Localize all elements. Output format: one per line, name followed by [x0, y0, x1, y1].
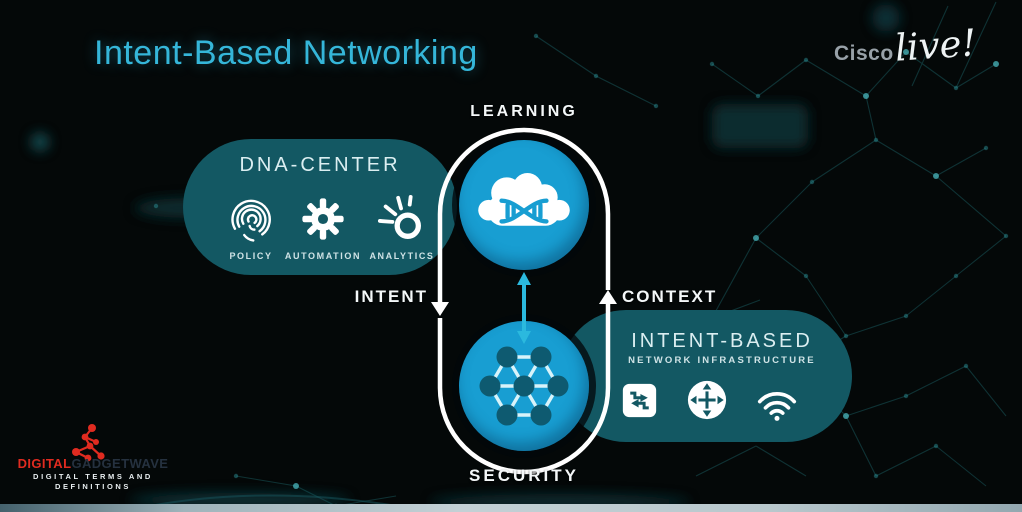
analytics-label: ANALYTICS [369, 251, 435, 261]
bottom-strip [0, 504, 1022, 512]
watermark-brand: DIGITALGADGETWAVE [8, 456, 178, 471]
live-wordmark: live! [893, 21, 978, 70]
learning-node [459, 140, 589, 270]
cisco-live-logo: Cisco live! [834, 21, 978, 70]
brand-red-part: DIGITAL [17, 456, 72, 471]
cisco-wordmark: Cisco [834, 42, 894, 65]
automation-item: AUTOMATION [281, 181, 365, 261]
dna-center-pill: DNA-CENTER POLICY [183, 139, 457, 275]
watermark-tagline-line1: DIGITAL TERMS AND [33, 472, 153, 481]
intent-based-subtitle: NETWORK INFRASTRUCTURE [628, 355, 816, 366]
watermark-tagline-line2: DEFINITIONS [54, 482, 132, 491]
analytics-item: ANALYTICS [359, 181, 445, 261]
router-icon [686, 379, 728, 421]
security-node [459, 321, 589, 451]
learning-label: LEARNING [470, 103, 578, 120]
intent-label: INTENT [354, 287, 428, 306]
context-label: CONTEXT [622, 287, 718, 306]
security-label: SECURITY [469, 466, 579, 485]
switch-icon [621, 382, 658, 419]
page-title: Intent-Based Networking [94, 34, 478, 72]
intent-based-title: INTENT-BASED [631, 330, 813, 352]
policy-label: POLICY [229, 251, 273, 261]
cloud-dna-icon [472, 167, 576, 243]
dna-center-title: DNA-CENTER [239, 154, 401, 176]
molecule-logo-icon [52, 420, 108, 462]
fingerprint-icon [228, 190, 274, 248]
intent-based-pill: INTENT-BASED NETWORK INFRASTRUCTURE [560, 310, 852, 442]
context-arrowhead [599, 290, 617, 304]
policy-item: POLICY [209, 181, 293, 261]
mesh-network-icon [476, 338, 572, 434]
brand-gray-part: GADGETWAVE [71, 456, 169, 471]
analytics-icon [377, 190, 427, 248]
automation-label: AUTOMATION [284, 251, 362, 261]
intent-arrowhead [431, 302, 449, 316]
gear-icon [301, 190, 345, 248]
wifi-icon [754, 387, 800, 422]
